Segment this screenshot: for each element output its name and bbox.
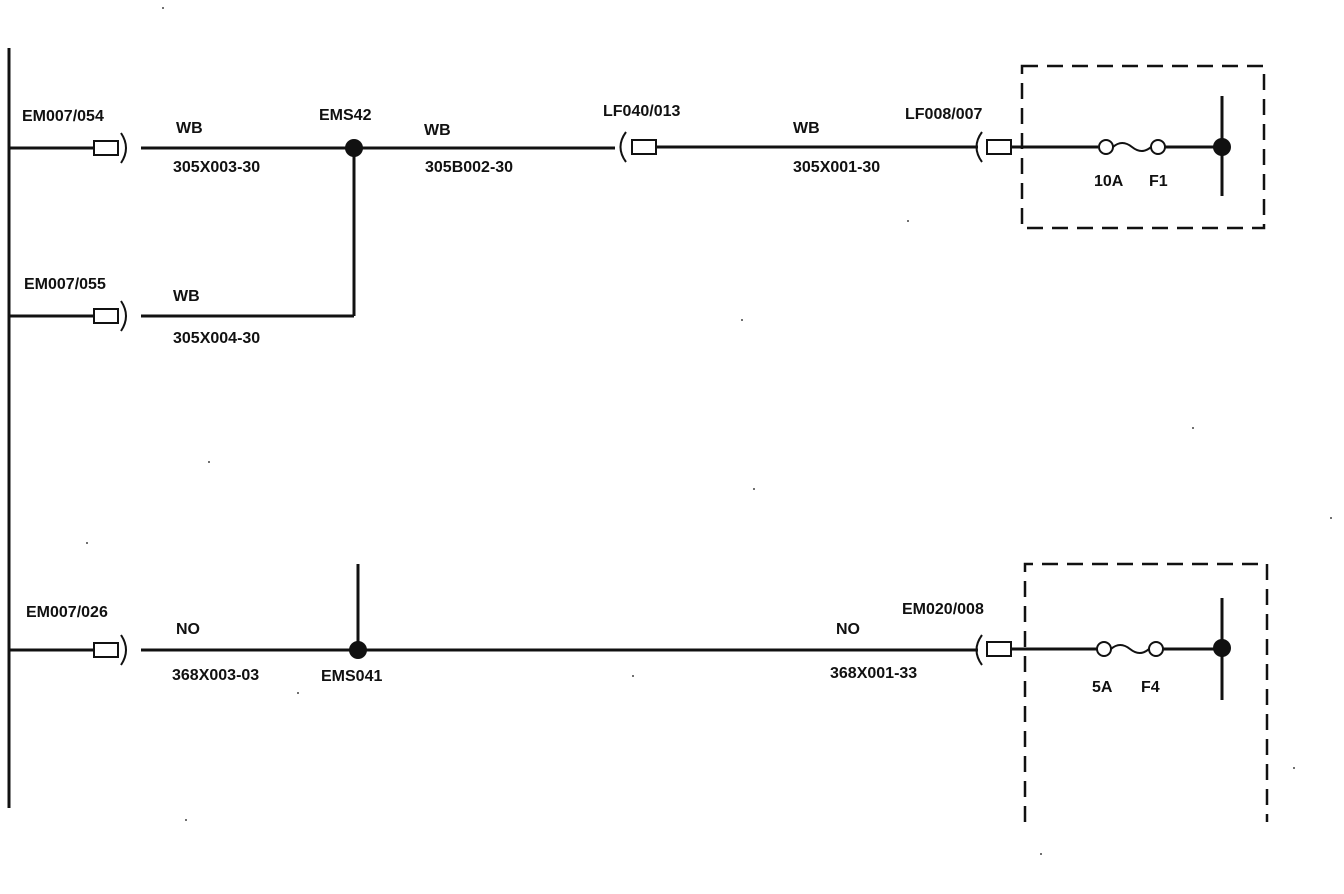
- connector-em007-055: [93, 300, 127, 332]
- fuse-rating-f1: 10A: [1094, 173, 1124, 190]
- wire-id-label: 305X003-30: [173, 159, 260, 176]
- connector-label-lf008-007: LF008/007: [905, 106, 982, 123]
- connector-em007-026: [93, 634, 127, 666]
- connector-em020-008: [975, 634, 1012, 666]
- wire-id-label: 305B002-30: [425, 159, 513, 176]
- splice-label-ems041: EMS041: [321, 668, 382, 685]
- fuse-f1-icon: [1098, 139, 1166, 155]
- wire-color-label: WB: [173, 288, 200, 305]
- wire-id-label: 368X001-33: [830, 665, 917, 682]
- connector-label-em007-026: EM007/026: [26, 604, 108, 621]
- connector-lf008-007: [975, 131, 1012, 163]
- fuse-name-f1: F1: [1149, 173, 1168, 190]
- wire-color-label: WB: [424, 122, 451, 139]
- busbar-node: [1213, 138, 1231, 156]
- wire-color-label: WB: [793, 120, 820, 137]
- wire-id-label: 368X003-03: [172, 667, 259, 684]
- scan-noise: [86, 7, 1332, 855]
- fuse-name-f4: F4: [1141, 679, 1160, 696]
- wire-id-label: 305X004-30: [173, 330, 260, 347]
- fuse-box-outline: [1023, 562, 1269, 822]
- connector-label-em020-008: EM020/008: [902, 601, 984, 618]
- connector-lf040-013: [619, 131, 657, 163]
- connector-label-lf040-013: LF040/013: [603, 103, 680, 120]
- connector-label-em007-054: EM007/054: [22, 108, 104, 125]
- wire-color-label: NO: [176, 621, 200, 638]
- circuit-2: EM007/026 NO 368X003-03 EMS041 NO 368X00…: [9, 562, 1269, 822]
- connector-label-em007-055: EM007/055: [24, 276, 106, 293]
- wire-color-label: NO: [836, 621, 860, 638]
- connector-em007-054: [93, 132, 127, 164]
- wire-color-label: WB: [176, 120, 203, 137]
- busbar-node: [1213, 639, 1231, 657]
- circuit-1: EM007/054 WB 305X003-30 EMS42 WB 305B002…: [9, 64, 1266, 347]
- splice-label-ems42: EMS42: [319, 107, 372, 124]
- fuse-f4-icon: [1096, 641, 1164, 657]
- wire-id-label: 305X001-30: [793, 159, 880, 176]
- fuse-rating-f4: 5A: [1092, 679, 1113, 696]
